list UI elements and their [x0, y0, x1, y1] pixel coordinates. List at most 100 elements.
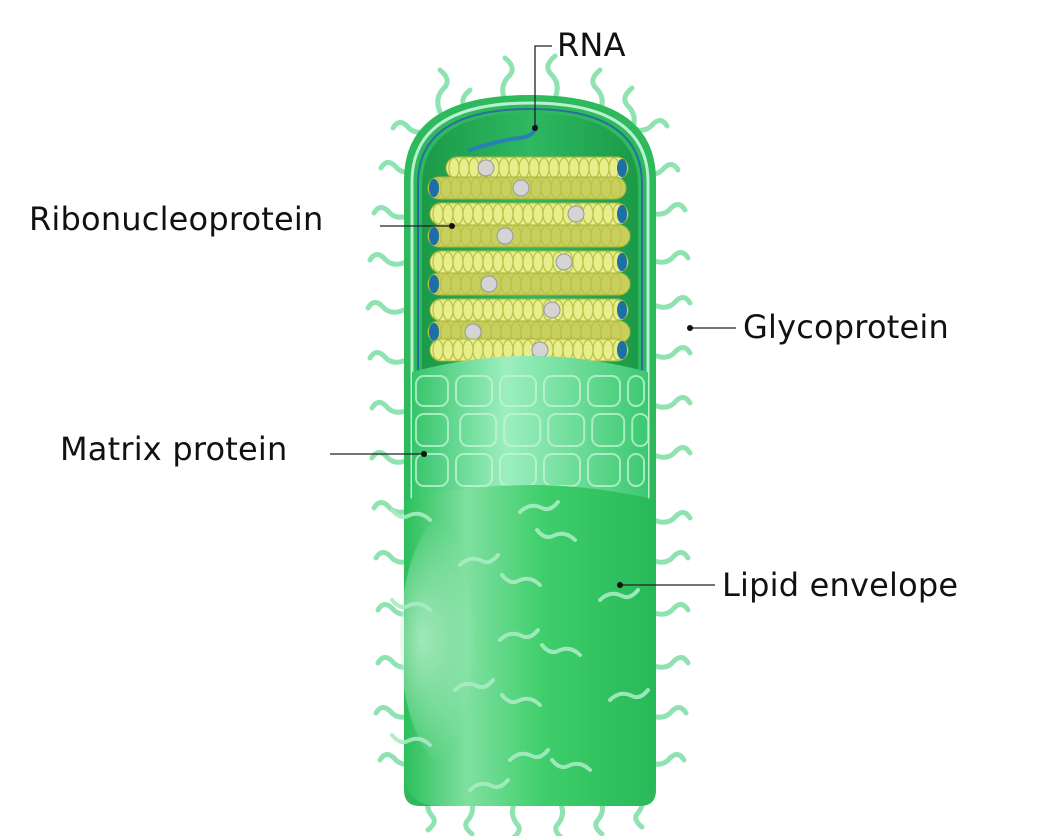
- coil-end: [617, 301, 627, 319]
- glycoprotein-dot: [687, 325, 693, 331]
- surface-spike: [508, 748, 550, 762]
- spike: [651, 345, 693, 360]
- envelope-highlight: [400, 510, 510, 770]
- surface-spike: [535, 528, 577, 542]
- surface-spike: [390, 733, 432, 747]
- spike: [509, 799, 522, 836]
- ribonucleoprotein-coil: [427, 156, 631, 362]
- coil-segment: [610, 273, 622, 295]
- spike: [590, 67, 605, 115]
- label-lipid-envelope: Lipid envelope: [722, 566, 959, 604]
- outer-shell-blue-rim: [417, 107, 643, 500]
- label-ribonucleoprotein: Ribonucleoprotein: [29, 200, 324, 238]
- coil-segment: [610, 225, 622, 247]
- surface-glycoproteins: [390, 500, 650, 792]
- leader-lines: [330, 45, 736, 586]
- surface-spike: [598, 588, 640, 602]
- surface-spike: [500, 693, 542, 707]
- coil-bead: [464, 323, 482, 341]
- matrix-cell: [415, 375, 449, 407]
- coil-bead: [567, 205, 585, 223]
- coil-end: [617, 341, 627, 359]
- surface-spike: [498, 628, 540, 642]
- spike: [371, 205, 413, 220]
- matrix-cell: [627, 453, 645, 487]
- spike: [649, 250, 691, 265]
- spike: [365, 300, 407, 315]
- coil-bead: [477, 159, 495, 177]
- matrix-cell: [503, 413, 542, 447]
- coil-bead: [496, 227, 514, 245]
- spike: [435, 67, 450, 115]
- coil-turn: [427, 272, 631, 296]
- matrix-cell: [587, 375, 621, 407]
- matrix-protein-dot: [421, 451, 427, 457]
- rna-leader: [534, 45, 552, 128]
- spike: [545, 53, 560, 101]
- matrix-cells: [415, 375, 650, 487]
- matrix-cell: [543, 375, 581, 407]
- matrix-cell: [455, 375, 493, 407]
- spike: [371, 500, 413, 515]
- spike: [649, 602, 691, 617]
- surface-spike: [468, 778, 510, 792]
- coil-band: [427, 224, 631, 248]
- spike: [649, 550, 691, 565]
- matrix-cell: [459, 413, 498, 447]
- spike: [500, 55, 515, 103]
- outer-shell-rim: [410, 101, 650, 500]
- coil-band: [427, 272, 631, 296]
- coil-turn: [429, 298, 629, 322]
- coil-bead: [543, 301, 561, 319]
- label-rna: RNA: [557, 26, 626, 64]
- spike: [367, 252, 409, 267]
- leader-dots: [421, 125, 693, 588]
- matrix-cell: [591, 413, 626, 447]
- coil-bead: [512, 179, 530, 197]
- coil-end: [429, 323, 439, 341]
- label-glycoprotein: Glycoprotein: [743, 308, 949, 346]
- spike: [369, 400, 411, 415]
- coil-segment: [610, 177, 622, 199]
- lipid-envelope-dot: [617, 582, 623, 588]
- surface-spike: [500, 573, 542, 587]
- coil-end: [429, 275, 439, 293]
- matrix-cell: [415, 453, 449, 487]
- coil-end: [617, 205, 627, 223]
- coil-turn: [429, 250, 629, 274]
- surface-spike: [390, 508, 432, 522]
- coil-turn: [427, 320, 631, 344]
- matrix-cell: [627, 375, 645, 407]
- spike: [622, 85, 637, 133]
- coil-bead: [480, 275, 498, 293]
- coil-end: [617, 253, 627, 271]
- coil-bead: [555, 253, 573, 271]
- spike: [651, 445, 693, 460]
- coil-end: [617, 159, 627, 177]
- ribonucleoprotein-dot: [449, 223, 455, 229]
- matrix-cell: [499, 375, 537, 407]
- coil-band: [429, 250, 629, 274]
- spike: [651, 510, 693, 525]
- surface-spike: [550, 758, 592, 772]
- coil-end: [429, 179, 439, 197]
- spike: [646, 202, 688, 217]
- coil-band: [429, 298, 629, 322]
- rna-dot: [532, 125, 538, 131]
- coil-bead: [531, 341, 549, 359]
- spike: [647, 705, 689, 720]
- spike: [553, 799, 566, 836]
- surface-spike: [390, 598, 432, 612]
- surface-spike: [540, 643, 582, 657]
- matrix-cell: [631, 413, 650, 447]
- spike: [367, 350, 409, 365]
- surface-spike: [453, 678, 495, 692]
- matrix-cell: [547, 413, 586, 447]
- matrix-cell: [587, 453, 621, 487]
- surface-spike: [518, 500, 560, 514]
- coil-turn: [445, 156, 629, 180]
- spike: [651, 395, 693, 410]
- spike: [649, 655, 691, 670]
- matrix-cell: [455, 453, 493, 487]
